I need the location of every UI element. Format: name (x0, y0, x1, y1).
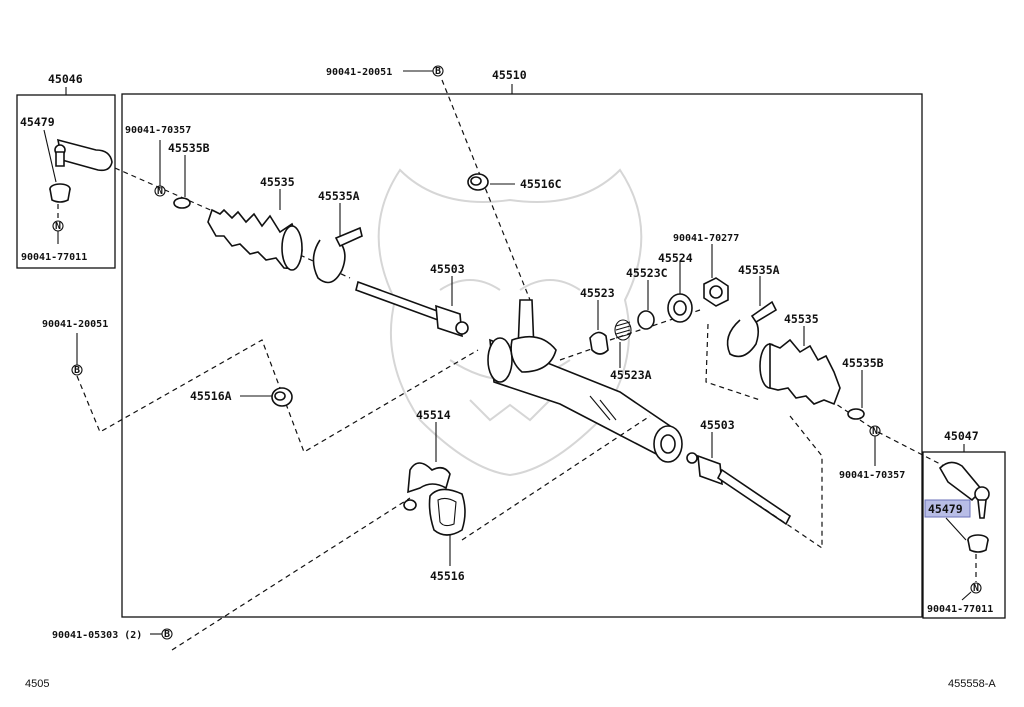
label-45535b-right: 45535B (842, 356, 884, 370)
label-clamp-70357-right: 90041-70357 (839, 470, 905, 481)
boot-left (207, 208, 303, 271)
label-45523a: 45523A (610, 368, 652, 382)
label-bolt-05303: 90041-05303 (2) (52, 630, 142, 641)
label-45516: 45516 (430, 569, 465, 583)
label-45514: 45514 (416, 408, 451, 422)
cap (667, 293, 693, 323)
locknut (703, 277, 729, 307)
label-45523: 45523 (580, 286, 615, 300)
footer-code-right: 455558-A (948, 678, 996, 690)
inner-rod-right (686, 452, 792, 526)
label-nut-right: 90041-77011 (927, 604, 993, 615)
spring (614, 319, 632, 341)
label-45535a-left: 45535A (318, 189, 360, 203)
marker-b-bottom: B (164, 629, 170, 640)
guide-c (637, 310, 655, 330)
right-tie-rod-end: N (939, 461, 990, 601)
marker-n-clamp-right: N (872, 426, 878, 437)
label-45510: 45510 (492, 68, 527, 82)
marker-n-clamp-left: N (157, 186, 163, 197)
clip-b-right (847, 408, 865, 420)
frame-rack-assembly (121, 93, 923, 618)
watermark-emblem (377, 168, 643, 477)
label-45535a-right: 45535A (738, 263, 780, 277)
label-45479-left: 45479 (20, 115, 55, 129)
bushing-a (271, 387, 293, 407)
label-45516c: 45516C (520, 177, 562, 191)
boot-right (759, 338, 841, 406)
highlight-45479-right[interactable] (924, 499, 971, 518)
label-45047: 45047 (944, 429, 979, 443)
label-45535-right: 45535 (784, 312, 819, 326)
inner-rod-left (355, 280, 469, 338)
label-45535-left: 45535 (260, 175, 295, 189)
marker-n-right: N (973, 583, 979, 594)
left-tie-rod-end: N (43, 129, 113, 244)
clamp-a-right (726, 300, 778, 358)
guide (589, 331, 609, 355)
footer-code-left: 4505 (25, 678, 50, 690)
label-45046: 45046 (48, 72, 83, 86)
label-45516a: 45516A (190, 389, 232, 403)
label-45535b-left: 45535B (168, 141, 210, 155)
label-45479-right[interactable]: 45479 (928, 502, 963, 516)
marker-b-left: B (74, 365, 80, 376)
marker-n-left: N (55, 221, 61, 232)
bracket (403, 462, 451, 511)
label-bolt-20051-left: 90041-20051 (42, 319, 108, 330)
label-45524: 45524 (658, 251, 693, 265)
bushing (428, 488, 466, 536)
label-locknut-70277: 90041-70277 (673, 233, 739, 244)
bushing-c (467, 173, 489, 191)
label-45503-left: 45503 (430, 262, 465, 276)
clamp-a-left (312, 226, 363, 284)
label-clamp-70357-left: 90041-70357 (125, 125, 191, 136)
label-bolt-20051-top: 90041-20051 (326, 67, 392, 78)
rack-housing (487, 299, 683, 463)
label-45523c: 45523C (626, 266, 668, 280)
marker-b-top: B (435, 66, 441, 77)
label-45503-right: 45503 (700, 418, 735, 432)
label-nut-left: 90041-77011 (21, 252, 87, 263)
